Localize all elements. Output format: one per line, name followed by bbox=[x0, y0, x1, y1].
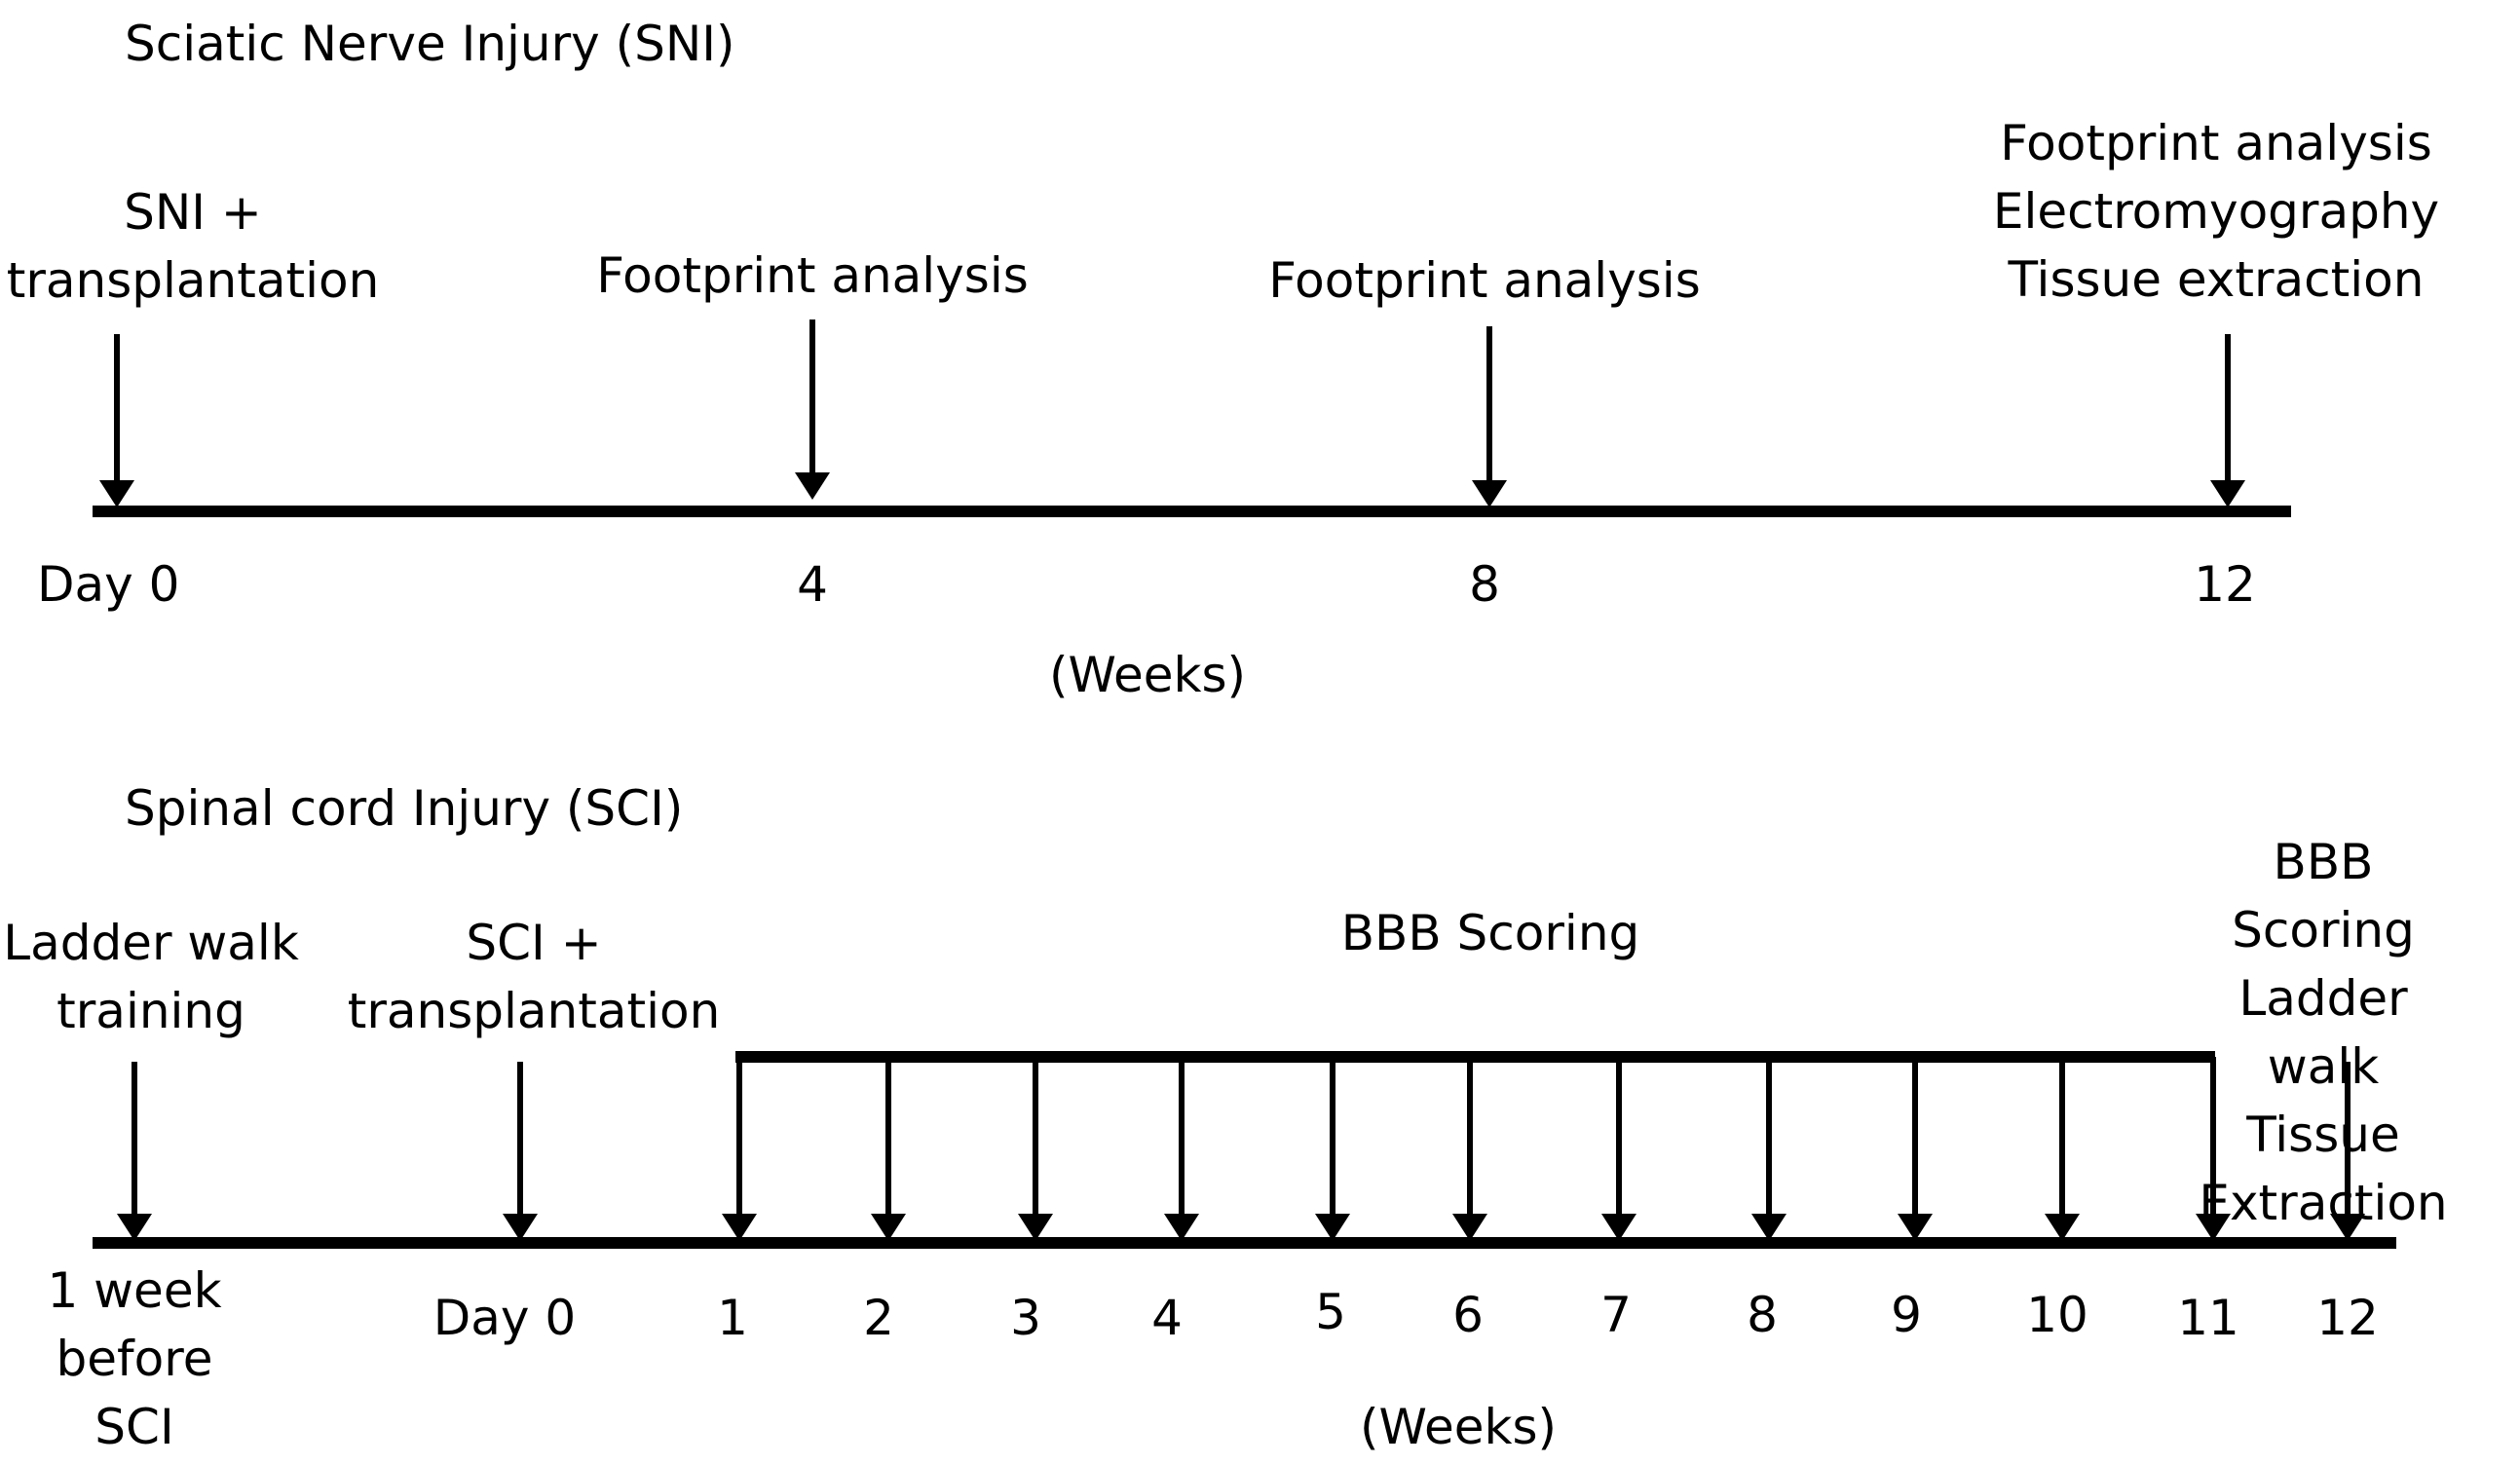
sci-event-pre: Ladder walk training bbox=[3, 915, 299, 1039]
sni-tick-8: 8 bbox=[1469, 556, 1500, 613]
sci-tick-8: 8 bbox=[1747, 1287, 1778, 1343]
sni-tick-12: 12 bbox=[2194, 556, 2256, 613]
sci-tick-pre: 1 week before SCI bbox=[47, 1262, 222, 1455]
sni-tick-4: 4 bbox=[797, 556, 828, 613]
sci-event-day0: SCI + transplantation bbox=[347, 915, 721, 1039]
sni-arrows bbox=[99, 319, 2245, 507]
sci-tick-10: 10 bbox=[2026, 1287, 2088, 1343]
sci-event-week12: BBB Scoring Ladder walk Tissue Extractio… bbox=[2199, 834, 2448, 1231]
sci-unit-label: (Weeks) bbox=[1359, 1399, 1558, 1455]
sci-arrows bbox=[117, 1057, 2365, 1241]
sci-tick-7: 7 bbox=[1600, 1287, 1632, 1343]
sci-tick-6: 6 bbox=[1452, 1287, 1484, 1343]
sni-event-week8: Footprint analysis bbox=[1268, 252, 1701, 309]
sci-tick-3: 3 bbox=[1010, 1290, 1041, 1346]
sci-tick-11: 11 bbox=[2177, 1290, 2239, 1346]
sci-tick-4: 4 bbox=[1151, 1290, 1183, 1346]
sni-tick-day0: Day 0 bbox=[37, 556, 180, 613]
sci-tick-day0: Day 0 bbox=[433, 1290, 577, 1346]
sni-event-week12: Footprint analysis Electromyography Tiss… bbox=[1992, 115, 2440, 308]
sni-event-day0: SNI + transplantation bbox=[6, 184, 380, 309]
sci-tick-2: 2 bbox=[863, 1290, 894, 1346]
sni-unit-label: (Weeks) bbox=[1048, 647, 1247, 703]
sci-tick-5: 5 bbox=[1315, 1284, 1346, 1340]
sci-tick-1: 1 bbox=[717, 1290, 748, 1346]
sni-event-week4: Footprint analysis bbox=[596, 247, 1029, 304]
sci-title: Spinal cord Injury (SCI) bbox=[125, 780, 684, 837]
sci-tick-9: 9 bbox=[1891, 1287, 1922, 1343]
sci-tick-12: 12 bbox=[2316, 1290, 2379, 1346]
sci-event-bbb: BBB Scoring bbox=[1340, 905, 1640, 961]
sni-title: Sciatic Nerve Injury (SNI) bbox=[125, 16, 735, 72]
